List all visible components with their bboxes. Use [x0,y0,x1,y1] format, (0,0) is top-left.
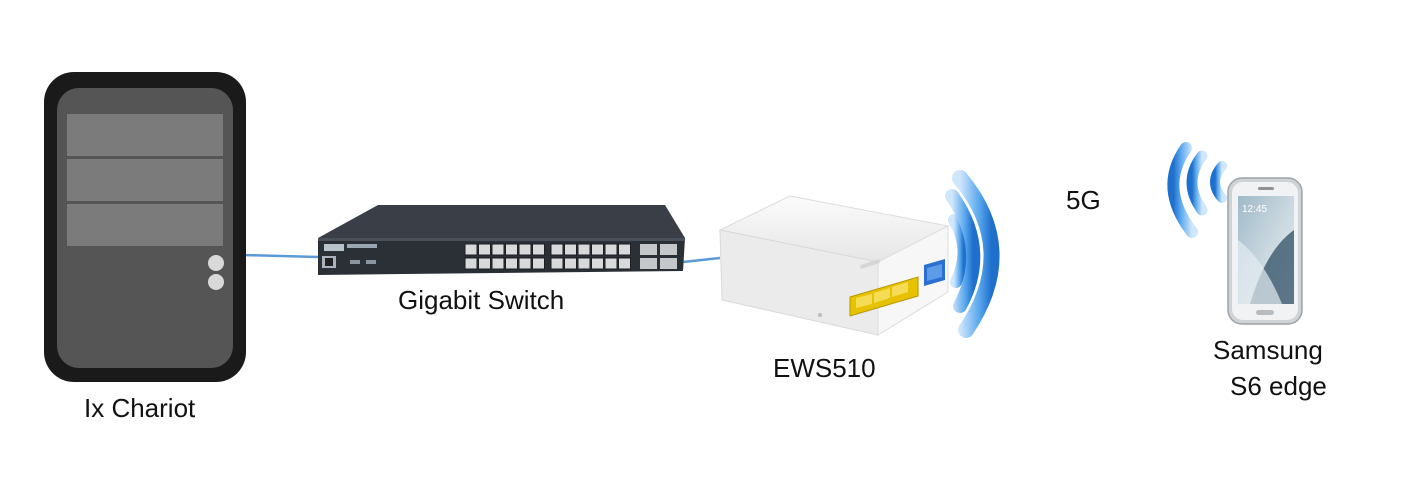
switch-port [491,243,505,256]
switch-port [604,257,618,270]
switch-port [478,257,491,270]
link-switch-ap [682,256,721,264]
switch-port [577,257,591,270]
switch-port [564,257,577,270]
switch-port [478,243,491,256]
network-switch-icon [318,205,685,275]
band-label: 5G [1066,185,1101,215]
access-point-icon [718,195,970,336]
tower-computer-icon [44,72,246,382]
phone-label-line1: Samsung [1213,335,1323,365]
switch-port [591,243,604,256]
switch-label: Gigabit Switch [398,285,565,315]
link-pc-switch [242,253,319,259]
wifi-signal-icon [1167,142,1227,238]
switch-port [518,257,532,270]
switch-port [618,257,631,270]
access-point-label: EWS510 [773,353,876,383]
switch-port [564,243,577,256]
switch-port [532,243,545,256]
switch-port [532,257,545,270]
phone-clock: 12:45 [1242,204,1267,215]
smartphone-icon: 12:45 [1227,177,1303,325]
switch-port [505,243,518,256]
wifi-signal-icon [945,170,1000,338]
switch-port [550,243,564,256]
switch-port [550,257,564,270]
switch-port [618,243,631,256]
switch-port [577,243,591,256]
switch-port [505,257,518,270]
switch-port [591,257,604,270]
switch-port [604,243,618,256]
phone-label-line2: S6 edge [1230,371,1327,401]
switch-port [464,243,478,256]
switch-port [518,243,532,256]
switch-port [491,257,505,270]
switch-port [464,257,478,270]
pc-label: Ix Chariot [84,393,196,423]
